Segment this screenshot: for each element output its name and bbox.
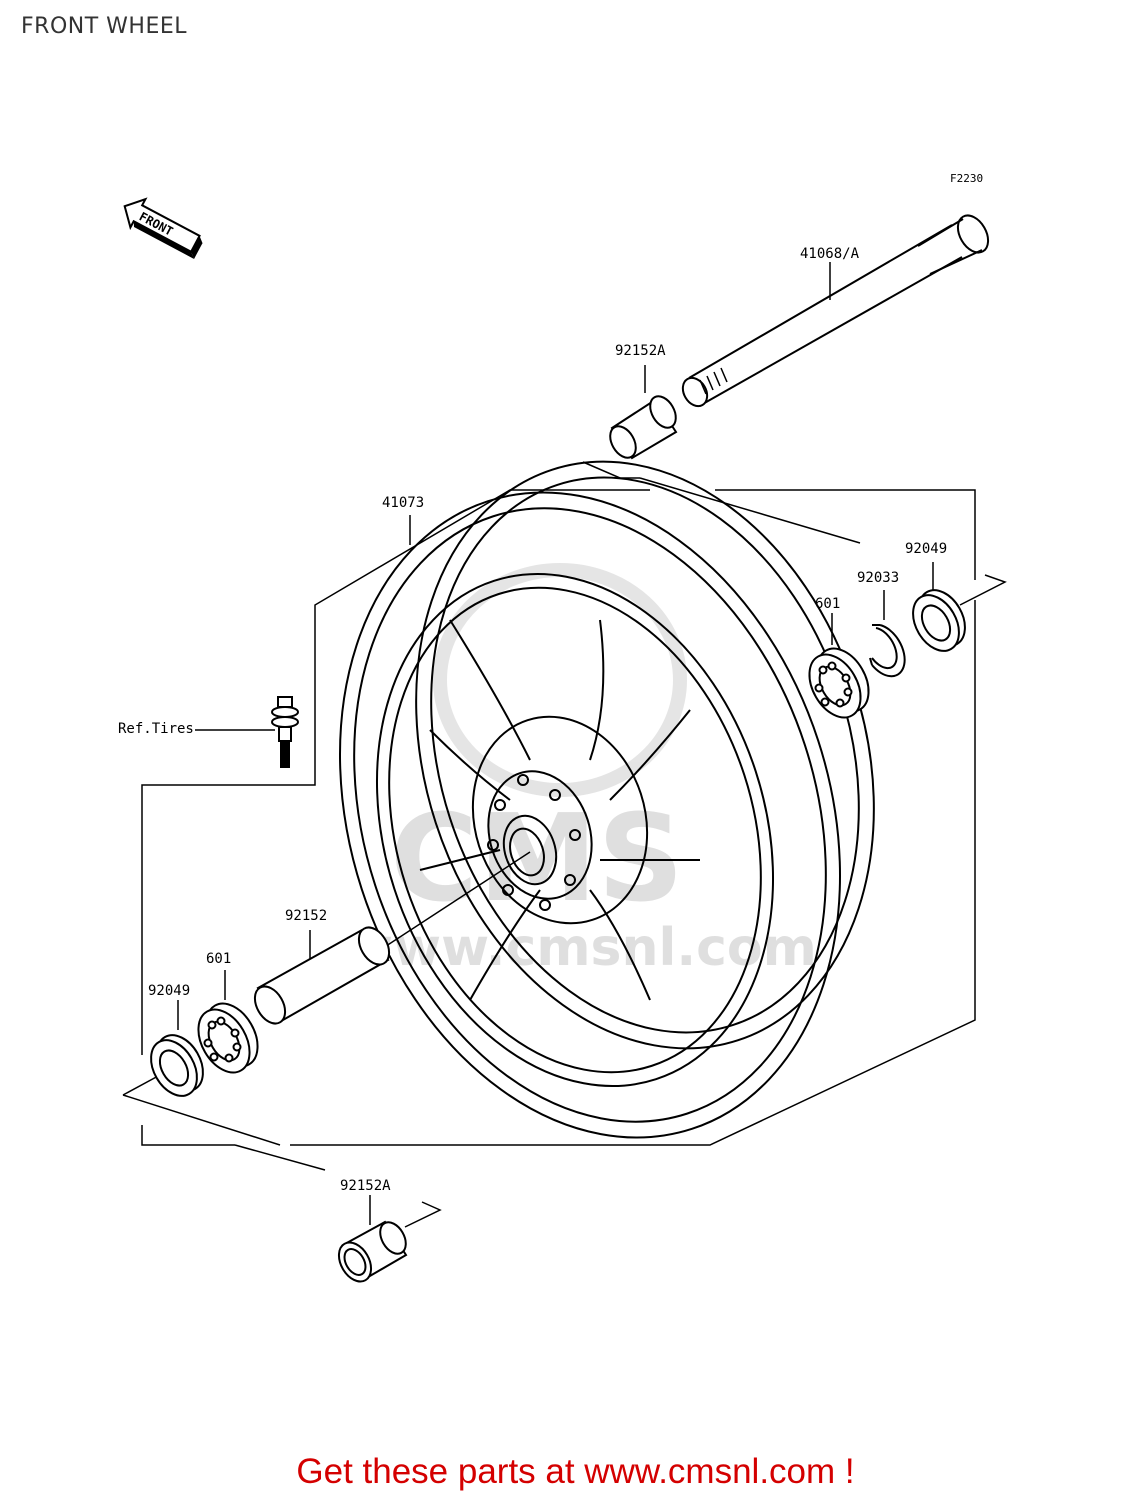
label-92152: 92152: [285, 908, 327, 924]
bearing-601-right: [808, 647, 870, 719]
figure-code: F2230: [950, 172, 983, 185]
seal-92049-left: [150, 1034, 204, 1097]
label-92033: 92033: [857, 570, 899, 586]
circlip-92033: [869, 624, 906, 678]
label-41068-a: 41068/A: [800, 246, 860, 262]
collar-92152a-bottom: [337, 1220, 408, 1283]
seal-92049-right: [912, 589, 966, 652]
valve-stem: [271, 696, 299, 768]
label-ref-tires: Ref.Tires: [118, 721, 194, 737]
footer-text[interactable]: Get these parts at www.cmsnl.com !: [296, 1452, 855, 1491]
label-92152a-top: 92152A: [615, 343, 666, 359]
label-41073: 41073: [382, 495, 424, 511]
reference-lines: [122, 461, 1007, 1228]
label-92049-right: 92049: [905, 541, 947, 557]
collar-92152a-top: [609, 365, 678, 460]
axle-41068-a: [681, 214, 990, 408]
watermark: CMS www.cmsnl.com: [345, 563, 817, 978]
label-601-right: 601: [815, 596, 840, 612]
label-92049-left: 92049: [148, 983, 190, 999]
label-92152a-bottom: 92152A: [340, 1178, 391, 1194]
spacer-92152: [253, 926, 391, 1025]
front-direction-icon: FRONT: [123, 197, 203, 259]
bearing-601-left: [197, 1002, 259, 1074]
page-title: FRONT WHEEL: [21, 14, 187, 39]
parts-diagram: CMS www.cmsnl.com F2230 FRONT 41068/A 92…: [118, 172, 1007, 1283]
footer-link[interactable]: Get these parts at www.cmsnl.com !: [0, 1452, 1147, 1492]
label-601-left: 601: [206, 951, 231, 967]
